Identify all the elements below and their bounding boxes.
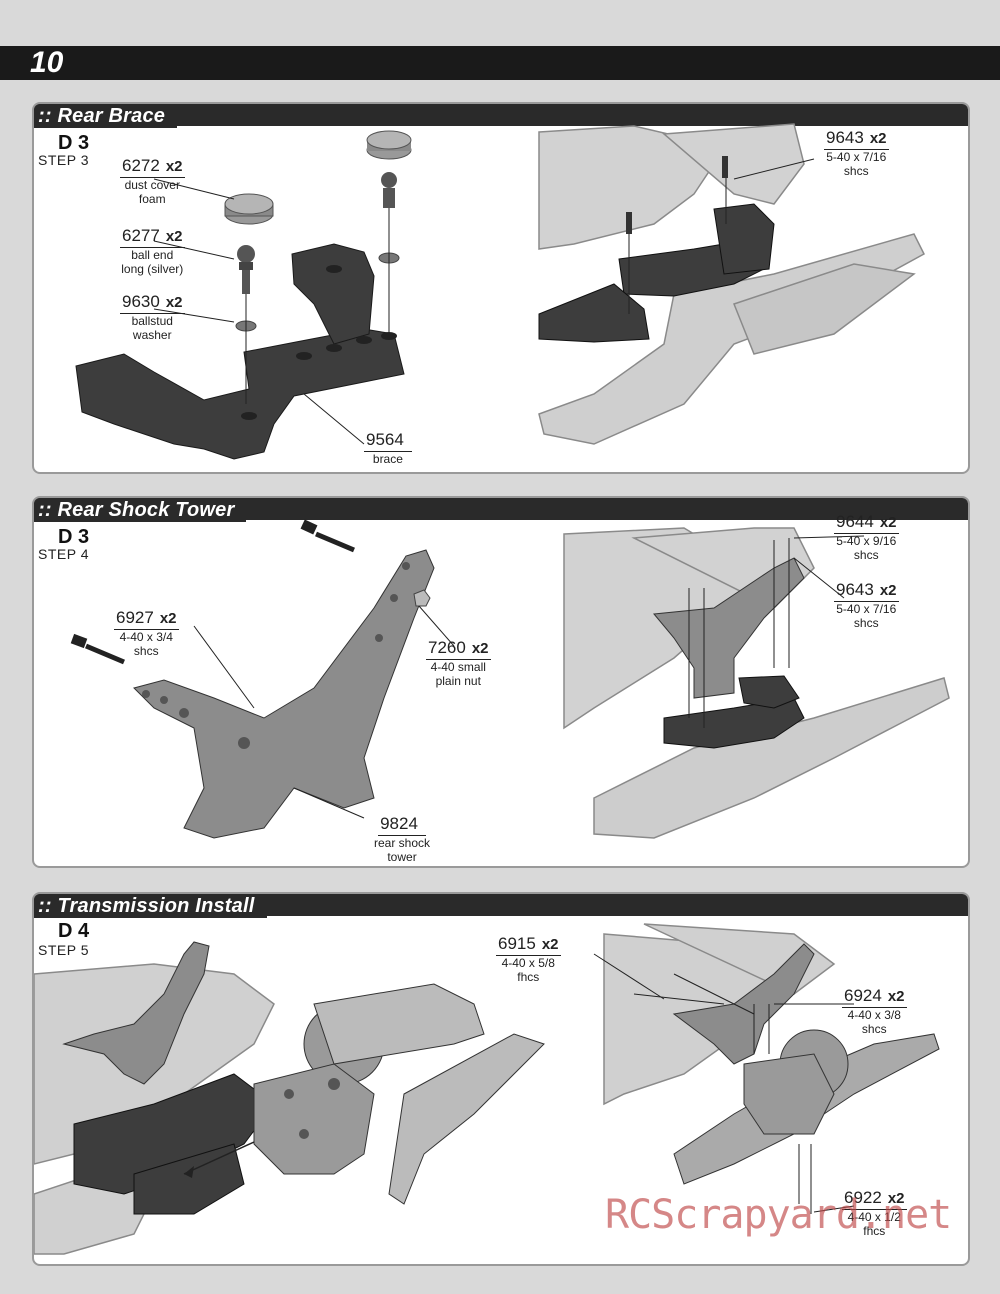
section-header-bar xyxy=(34,498,968,520)
page-header-bar xyxy=(0,46,1000,80)
chassis-outline xyxy=(538,123,925,445)
page-number: 10 xyxy=(30,46,64,79)
rear-brace-illustration xyxy=(75,123,925,460)
callout-9824: 9824 rear shock tower xyxy=(374,814,431,864)
section-header-bar xyxy=(34,104,968,126)
section-header-bar xyxy=(34,894,968,916)
shock-tower-illustration xyxy=(70,519,950,839)
shock-tower-part xyxy=(133,549,435,839)
section-title: :: Transmission Install xyxy=(34,894,267,918)
watermark-text: RCScrapyard.net xyxy=(605,1192,952,1238)
section-rear-shock-tower: :: Rear Shock Tower D 3 STEP 4 xyxy=(32,496,970,868)
step-label: STEP 4 xyxy=(38,546,89,562)
callout-9564: 9564 brace xyxy=(364,430,412,466)
step-label: STEP 3 xyxy=(38,152,89,168)
step-label: STEP 5 xyxy=(38,942,89,958)
step-code: D 3 xyxy=(58,132,90,154)
section-title: :: Rear Brace xyxy=(34,104,178,128)
section-transmission-install: :: Transmission Install D 4 STEP 5 xyxy=(32,892,970,1266)
transmission-illustration xyxy=(34,923,940,1255)
section-rear-brace: :: Rear Brace D 3 STEP 3 xyxy=(32,102,970,474)
step-code: D 4 xyxy=(58,920,90,942)
step-code: D 3 xyxy=(58,526,90,548)
brace-part xyxy=(75,243,405,460)
section-title: :: Rear Shock Tower xyxy=(34,498,247,522)
